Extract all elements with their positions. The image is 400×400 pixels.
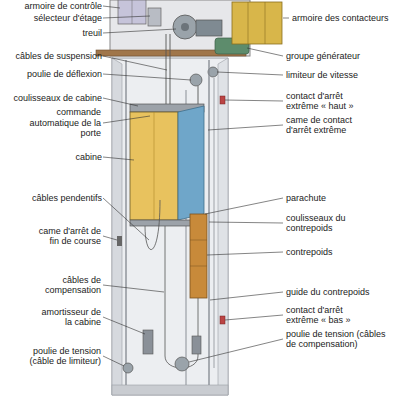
part-label: câbles de compensation (41, 275, 101, 296)
part-label: limiteur de vitesse (286, 70, 396, 81)
part-label: poulie de tension (câble de limiteur) (11, 346, 101, 367)
part-label: contact d'arrêt extrême « bas » (286, 305, 370, 326)
part-label: cabine (2, 152, 102, 163)
part-label: groupe générateur (286, 51, 396, 62)
part-label: câbles de suspension (2, 51, 102, 62)
part-label: armoire de contrôle (2, 1, 102, 12)
part-label: came de contact d'arrêt extrême (286, 115, 366, 136)
part-label: commande automatique de la porte (9, 107, 101, 139)
part-label: câbles pendentifs (2, 193, 102, 204)
part-label: contrepoids (286, 247, 396, 258)
part-label: poulie de déflexion (2, 69, 102, 80)
part-label: coulisseaux du contrepoids (286, 213, 358, 234)
part-label: armoire des contacteurs (292, 13, 396, 24)
part-label: contact d'arrêt extrême « haut » (286, 91, 370, 112)
part-label: coulisseaux de cabine (2, 93, 102, 104)
part-label: treuil (2, 28, 102, 39)
part-label: parachute (286, 193, 396, 204)
part-label: poulie de tension (câbles de compensatio… (286, 329, 396, 350)
part-label: amortisseur de la cabine (35, 307, 101, 328)
part-label: guide du contrepoids (286, 287, 396, 298)
part-label: came d'arrêt de fin de course (29, 226, 101, 247)
part-label: sélecteur d'étage (2, 13, 102, 24)
